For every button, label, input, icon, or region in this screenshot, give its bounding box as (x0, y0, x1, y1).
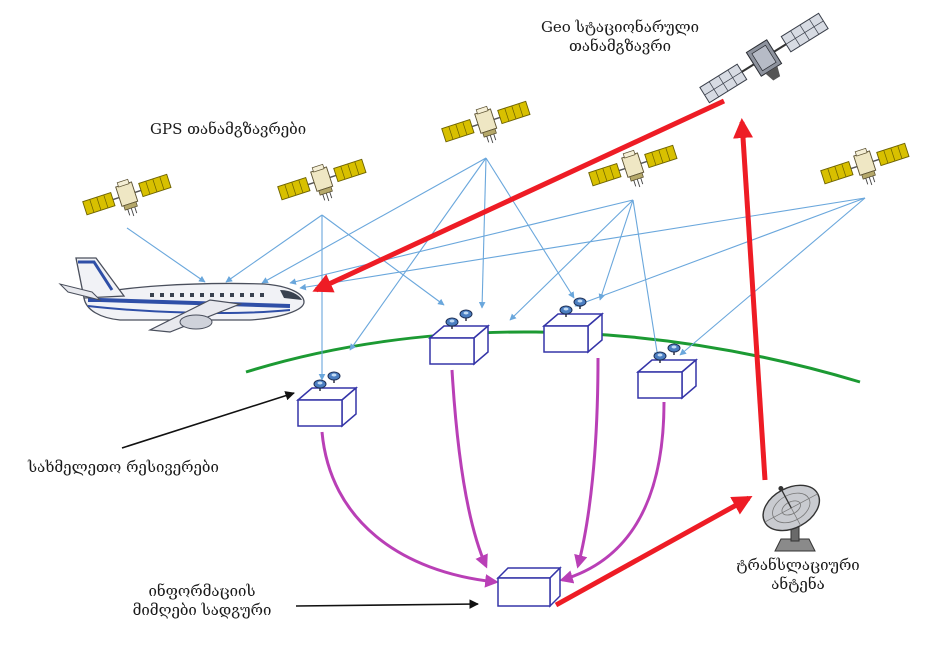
gps-satellite-icon (274, 151, 372, 216)
master-station-icon (496, 566, 562, 608)
uplink-antenna-label: ტრანსლაციური ანტენა (708, 556, 888, 594)
label-pointers (121, 391, 479, 609)
gps-satellite-icon (817, 135, 915, 200)
ground-receiver-icon (637, 343, 697, 399)
gps-satellite-icon (79, 166, 177, 231)
airplane-icon (58, 257, 305, 333)
master-station-label: ინფორმაციის მიმღები სადგური (112, 582, 292, 620)
ground-links (320, 357, 666, 588)
ground-receiver-icon (429, 309, 489, 365)
geo-links (312, 98, 768, 608)
geo-satellite-label-line1: Geo სტაციონარული (540, 18, 700, 36)
gps-satellite-icon (585, 137, 683, 202)
geo-satellite-icon (699, 12, 829, 104)
master-station-label-line1: ინფორმაციის (148, 582, 256, 600)
geo-satellite-label-line2: თანამგზავრი (568, 37, 672, 55)
gps-satellites-label: GPS თანამგზავრები (150, 120, 307, 138)
uplink-antenna-label-line2: ანტენა (771, 575, 825, 593)
gps-satellite-icon (438, 93, 536, 158)
ground-receiver-icon (543, 297, 603, 353)
ground-receivers-label: სახმელეთო რესივერები (28, 458, 219, 476)
master-station-label-line2: მიმღები სადგური (132, 601, 272, 619)
geo-satellite-label: Geo სტაციონარული თანამგზავრი (520, 18, 720, 56)
dish-antenna-icon (762, 484, 821, 552)
gps-signal-lines (126, 157, 866, 381)
ground-receiver-icon (297, 371, 357, 427)
uplink-antenna-label-line1: ტრანსლაციური (736, 556, 860, 574)
